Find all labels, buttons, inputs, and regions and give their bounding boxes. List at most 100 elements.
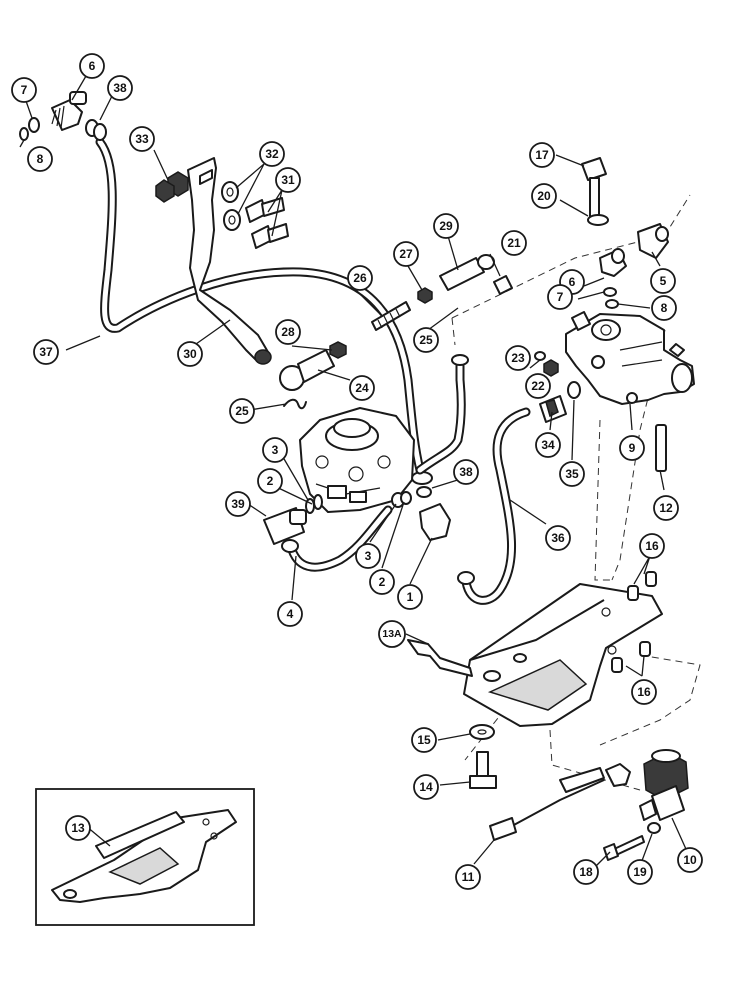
callout-3-centre: 3: [355, 543, 381, 569]
callout-23: 23: [505, 345, 531, 371]
callout-label: 13: [71, 821, 85, 835]
threaded-rod-26: [371, 301, 411, 331]
rod-end-29: [439, 254, 495, 291]
callout-36: 36: [545, 525, 571, 551]
callout-27: 27: [393, 241, 419, 267]
callout-label: 7: [557, 290, 564, 304]
callout-label: 34: [541, 438, 555, 452]
callout-32: 32: [259, 141, 285, 167]
callout-17: 17: [529, 142, 555, 168]
adapter-34: [539, 395, 567, 423]
callout-12: 12: [653, 495, 679, 521]
callout-label: 28: [281, 325, 295, 339]
callout-28: 28: [275, 319, 301, 345]
callout-label: 25: [419, 333, 433, 347]
callout-label: 17: [535, 148, 549, 162]
nut-22: [543, 359, 559, 377]
frame-13-inset: [51, 809, 237, 903]
callout-6-top: 6: [79, 53, 105, 79]
callout-10: 10: [677, 847, 703, 873]
callout-label: 9: [629, 441, 636, 455]
pin-12: [655, 424, 667, 472]
callout-label: 1: [407, 590, 414, 604]
tee-fitting-5: [637, 223, 669, 259]
pipe-36: [457, 407, 531, 605]
callout-8-right: 8: [651, 295, 677, 321]
callout-label: 11: [462, 870, 475, 884]
mounting-frame-13a: [407, 583, 663, 727]
bolt-17: [581, 157, 607, 219]
callout-label: 27: [399, 247, 413, 261]
callout-label: 6: [569, 275, 576, 289]
callout-label: 14: [419, 780, 433, 794]
callout-label: 33: [135, 132, 149, 146]
callout-label: 38: [113, 81, 127, 95]
callout-30: 30: [177, 341, 203, 367]
callout-label: 35: [565, 467, 579, 481]
callout-20: 20: [531, 183, 557, 209]
bushing-16-c: [611, 657, 623, 673]
adapter-1: [419, 503, 451, 541]
callout-label: 20: [537, 189, 551, 203]
washer-20: [587, 214, 609, 226]
control-valve-9: [565, 311, 695, 405]
callout-22: 22: [525, 373, 551, 399]
callout-label: 15: [417, 733, 431, 747]
callout-label: 2: [267, 474, 274, 488]
clip-25-left: [283, 398, 307, 410]
washer-19: [647, 822, 661, 834]
washers-32: [221, 181, 241, 231]
o-ring-8-right: [605, 299, 619, 309]
callout-39: 39: [225, 491, 251, 517]
callout-label: 12: [659, 501, 673, 515]
callout-label: 8: [37, 152, 44, 166]
callout-13a: 13A: [378, 620, 406, 648]
callout-label: 32: [265, 147, 279, 161]
cable-11: [489, 763, 631, 841]
o-ring-2-centre: [400, 491, 412, 505]
bolt-14: [469, 751, 497, 789]
callout-26: 26: [347, 265, 373, 291]
callout-label: 36: [551, 531, 565, 545]
callout-25-centre: 25: [413, 327, 439, 353]
callout-2-left: 2: [257, 468, 283, 494]
bolts-31: [245, 197, 289, 249]
callout-13: 13: [65, 815, 91, 841]
nut-27: [417, 287, 433, 304]
solenoid-valve-10: [639, 749, 689, 821]
callout-16-top: 16: [639, 533, 665, 559]
callout-9: 9: [619, 435, 645, 461]
callout-label: 3: [272, 443, 279, 457]
bushing-16-b: [645, 571, 657, 587]
brake-valve-body: [299, 407, 415, 513]
callout-label: 2: [379, 575, 386, 589]
bushing-16-d: [639, 641, 651, 657]
callout-4: 4: [277, 601, 303, 627]
callout-37: 37: [33, 339, 59, 365]
callout-label: 38: [459, 465, 473, 479]
callout-label: 10: [683, 853, 697, 867]
tee-fitting-39: [263, 507, 307, 553]
callout-31: 31: [275, 167, 301, 193]
o-ring-7-left: [28, 117, 40, 133]
callout-16-bottom: 16: [631, 679, 657, 705]
callout-35: 35: [559, 461, 585, 487]
callout-11: 11: [455, 864, 481, 890]
bushing-16-a: [627, 585, 639, 601]
callout-34: 34: [535, 432, 561, 458]
callout-38-centre: 38: [453, 459, 479, 485]
callout-38-top: 38: [107, 75, 133, 101]
pin-21: [493, 275, 513, 295]
callout-label: 7: [21, 83, 28, 97]
pipe-4: [287, 505, 393, 572]
callout-2-centre: 2: [369, 569, 395, 595]
nuts-33: [155, 171, 189, 203]
callout-label: 4: [287, 607, 294, 621]
callout-5: 5: [650, 268, 676, 294]
callout-33: 33: [129, 126, 155, 152]
callout-label: 26: [353, 271, 367, 285]
callout-label: 37: [39, 345, 53, 359]
o-ring-2-left: [313, 494, 323, 510]
callout-label: 31: [281, 173, 295, 187]
